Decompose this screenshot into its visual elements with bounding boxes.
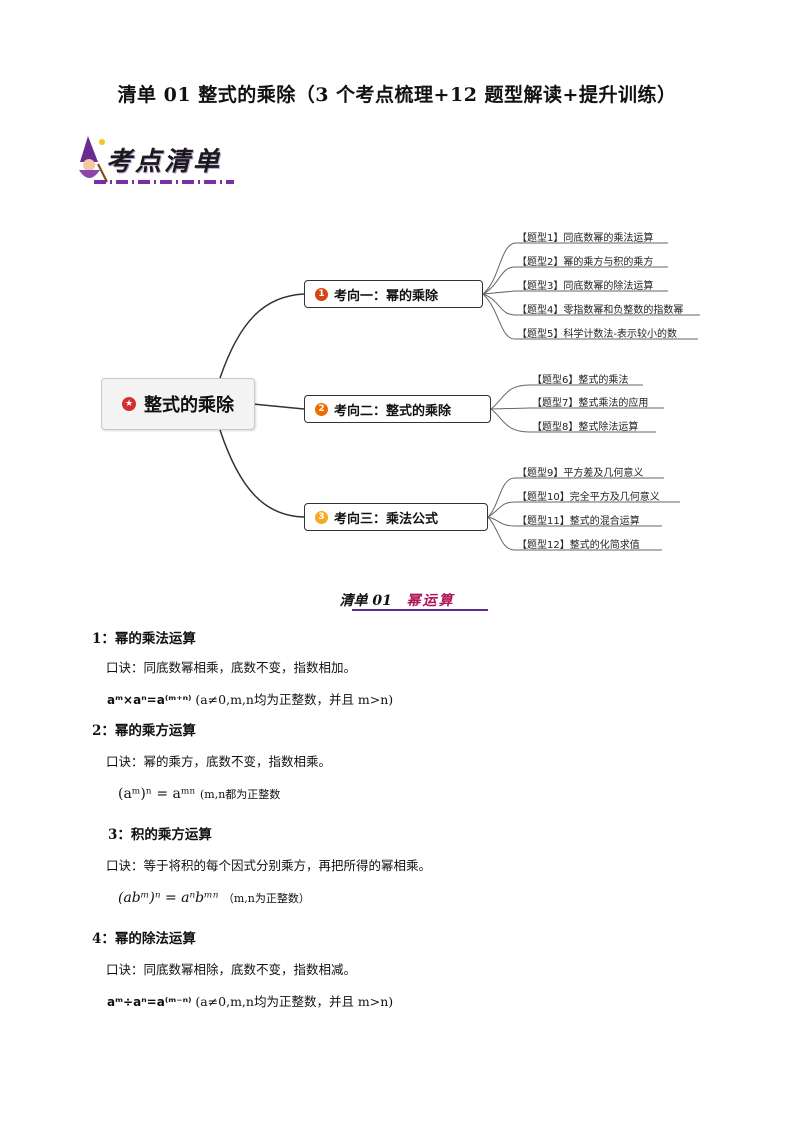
star-icon: ★ [122,397,136,411]
item-rule: 口诀：等于将积的每个因式分别乘方，再把所得的幂相乘。 [106,858,432,873]
number-3-icon: 3 [315,510,328,524]
item-rule: 口诀：同底数幂相乘，底数不变，指数相加。 [106,660,357,675]
item-formula: aᵐ×aⁿ=a⁽ᵐ⁺ⁿ⁾ (a≠0,m,n均为正整数，并且 m>n) [107,692,394,707]
mindmap-root: ★ 整式的乘除 [101,378,255,430]
leaf-item: 【题型2】幂的乘方与积的乘方 [517,257,654,268]
item-heading: 3：积的乘方运算 [108,827,212,843]
leaf-item: 【题型12】整式的化简求值 [517,540,640,551]
mindmap-root-label: 整式的乘除 [144,395,234,416]
section-underline [352,609,488,611]
item-formula: (abᵐ)ⁿ = aⁿbᵐⁿ （m,n为正整数） [118,890,310,906]
number-2-icon: 2 [315,402,328,416]
branch-1-label: 考向一：幂的乘除 [334,288,439,304]
leaf-item: 【题型11】整式的混合运算 [517,516,640,527]
item-heading: 4：幂的除法运算 [92,931,196,947]
leaf-item: 【题型5】科学计数法-表示较小的数 [517,329,677,340]
page-title: 清单 01 整式的乘除（3 个考点梳理+12 题型解读+提升训练） [117,84,677,106]
section-name: 幂运算 [406,593,455,609]
item-heading: 2：幂的乘方运算 [92,723,196,739]
wizard-icon [79,136,108,183]
item-heading: 1：幂的乘法运算 [92,631,196,647]
item-rule: 口诀：同底数幂相除，底数不变，指数相减。 [106,962,357,977]
banner-title: 考点清单 [106,147,223,177]
branch-2: 2 考向二：整式的乘除 [304,395,491,423]
branch-2-label: 考向二：整式的乘除 [334,403,452,419]
leaf-item: 【题型10】完全平方及几何意义 [517,492,660,503]
leaf-item: 【题型8】整式除法运算 [532,422,639,433]
leaf-item: 【题型7】整式乘法的应用 [532,398,649,409]
branch-3-label: 考向三：乘法公式 [334,511,439,527]
banner-divider [94,180,234,184]
branch-1: 1 考向一：幂的乘除 [304,280,483,308]
number-1-icon: 1 [315,287,328,301]
item-rule: 口诀：幂的乘方，底数不变，指数相乘。 [106,754,332,769]
item-formula: aᵐ÷aⁿ=a⁽ᵐ⁻ⁿ⁾ (a≠0,m,n均为正整数，并且 m>n) [107,994,394,1009]
leaf-item: 【题型3】同底数幂的除法运算 [517,281,654,292]
leaf-item: 【题型4】零指数幂和负整数的指数幂 [517,305,684,316]
leaf-item: 【题型1】同底数幂的乘法运算 [517,233,654,244]
item-formula: (aᵐ)ⁿ = aᵐⁿ (m,n都为正整数 [118,786,281,802]
branch-3: 3 考向三：乘法公式 [304,503,488,531]
leaf-item: 【题型9】平方差及几何意义 [517,468,644,479]
section-prefix: 清单 01 [339,593,392,609]
mindmap-connectors [219,242,700,551]
leaf-item: 【题型6】整式的乘法 [532,375,629,386]
section-title: 清单 01 幂运算 [0,590,794,610]
